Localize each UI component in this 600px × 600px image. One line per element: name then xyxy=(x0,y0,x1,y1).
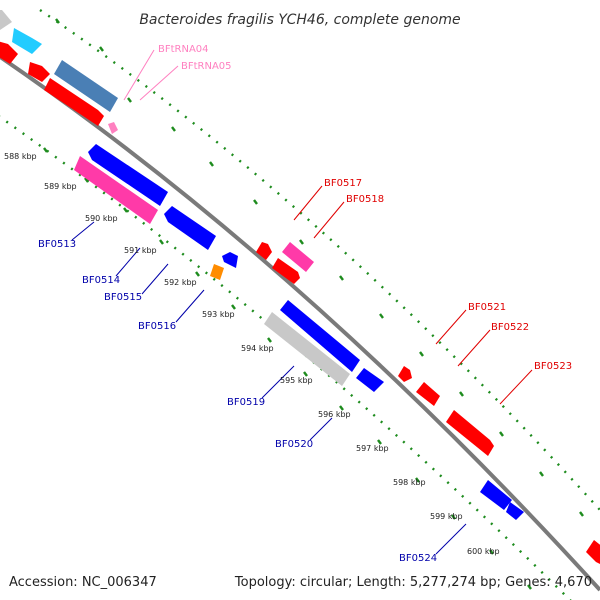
gene-label-bf0515[interactable]: BF0515 xyxy=(104,292,142,303)
gene-block[interactable] xyxy=(44,78,104,126)
gene-block[interactable] xyxy=(416,382,440,406)
scale-label: 599 kbp xyxy=(430,512,463,521)
scale-label: 589 kbp xyxy=(44,182,77,191)
scale-label: 594 kbp xyxy=(241,344,274,353)
scale-label: 590 kbp xyxy=(85,214,118,223)
gene-label-bftrna04[interactable]: BFtRNA04 xyxy=(158,44,209,55)
gene-label-bf0514[interactable]: BF0514 xyxy=(82,275,120,286)
gene-block[interactable] xyxy=(280,300,360,372)
scale-label: 593 kbp xyxy=(202,310,235,319)
scale-label: 598 kbp xyxy=(393,478,426,487)
gene-block[interactable] xyxy=(54,60,118,112)
scale-label: 588 kbp xyxy=(4,152,37,161)
scale-label: 591 kbp xyxy=(124,246,157,255)
gene-label-bf0516[interactable]: BF0516 xyxy=(138,321,176,332)
scale-label: 592 kbp xyxy=(164,278,197,287)
outer-tick-track xyxy=(39,9,600,511)
outer-major-ticks xyxy=(55,18,584,517)
gene-block[interactable] xyxy=(506,502,524,520)
gene-label-bf0518[interactable]: BF0518 xyxy=(346,194,384,205)
gene-block[interactable] xyxy=(88,144,168,206)
leader-lines xyxy=(71,49,533,555)
scale-label: 596 kbp xyxy=(318,410,351,419)
inner-major-ticks xyxy=(43,147,532,590)
gene-label-bf0513[interactable]: BF0513 xyxy=(38,239,76,250)
map-title: Bacteroides fragilis YCH46, complete gen… xyxy=(139,12,460,28)
gene-block[interactable] xyxy=(74,156,158,224)
gene-block[interactable] xyxy=(446,410,494,456)
gene-label-bftrna05[interactable]: BFtRNA05 xyxy=(181,61,232,72)
gene-block[interactable] xyxy=(264,312,350,386)
scale-label: 595 kbp xyxy=(280,376,313,385)
topology-text: Topology: circular; Length: 5,277,274 bp… xyxy=(234,575,592,590)
gene-block[interactable] xyxy=(0,10,12,30)
gene-block[interactable] xyxy=(256,242,272,260)
gene-label-bf0517[interactable]: BF0517 xyxy=(324,178,362,189)
gene-block[interactable] xyxy=(356,368,384,392)
gene-label-bf0521[interactable]: BF0521 xyxy=(468,302,506,313)
gene-block[interactable] xyxy=(0,40,18,64)
gene-label-bf0522[interactable]: BF0522 xyxy=(491,322,529,333)
gene-block[interactable] xyxy=(210,264,224,280)
scale-label: 600 kbp xyxy=(467,547,500,556)
inner-tick-track xyxy=(0,115,572,600)
gene-block[interactable] xyxy=(28,62,50,82)
scale-label: 597 kbp xyxy=(356,444,389,453)
gene-labels: BFtRNA04 BFtRNA05 BF0517 BF0518 BF0521 B… xyxy=(38,44,572,564)
scale-labels: 588 kbp 589 kbp 590 kbp 591 kbp 592 kbp … xyxy=(4,152,500,556)
gene-block[interactable] xyxy=(108,122,118,134)
gene-label-bf0524[interactable]: BF0524 xyxy=(399,553,437,564)
gene-label-bf0520[interactable]: BF0520 xyxy=(275,439,313,450)
gene-block[interactable] xyxy=(586,540,600,566)
gene-block[interactable] xyxy=(272,258,300,284)
gene-block[interactable] xyxy=(222,252,238,268)
gene-block[interactable] xyxy=(12,28,42,54)
accession-text: Accession: NC_006347 xyxy=(9,575,157,590)
gene-label-bf0519[interactable]: BF0519 xyxy=(227,397,265,408)
gene-blocks xyxy=(0,10,600,566)
gene-label-bf0523[interactable]: BF0523 xyxy=(534,361,572,372)
gene-block[interactable] xyxy=(398,366,412,382)
gene-block[interactable] xyxy=(282,242,314,272)
gene-block[interactable] xyxy=(480,480,512,510)
gene-block[interactable] xyxy=(164,206,216,250)
